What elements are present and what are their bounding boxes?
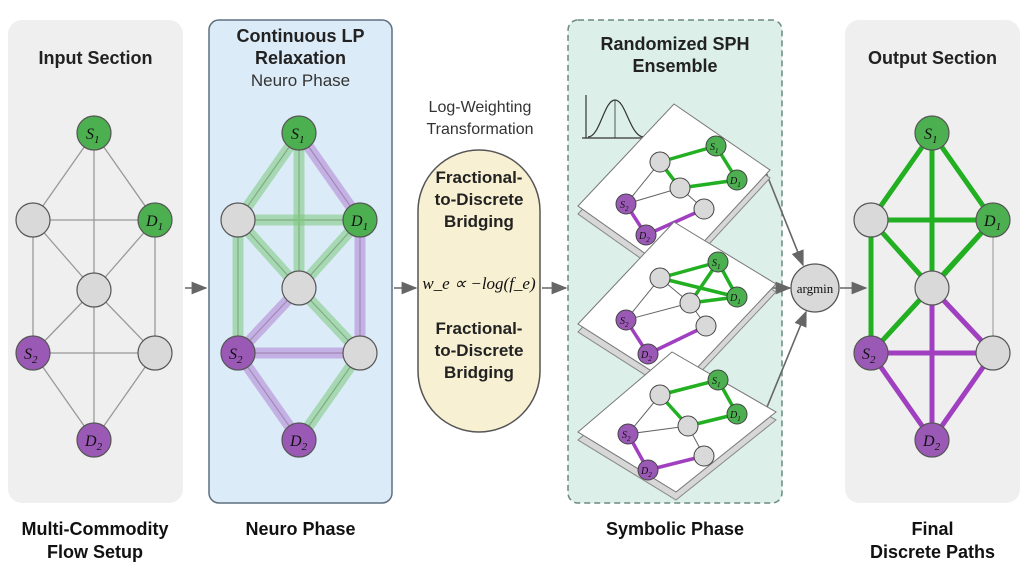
pill-shape — [417, 149, 541, 433]
log-weighting-label-line1: Log-Weighting — [428, 99, 532, 116]
input-label-d1: D1 — [145, 213, 163, 233]
lp-node-gray-center — [281, 270, 317, 306]
output-label-s2: S2 — [862, 346, 876, 366]
bridge1-line1: Fractional- — [435, 168, 523, 187]
output-graph: S1 D1 S2 D2 — [853, 115, 1011, 458]
svg-text:D2: D2 — [640, 350, 652, 363]
lp-graph: S1 D1 S2 D2 — [220, 115, 378, 458]
input-title: Input Section — [38, 48, 153, 68]
input-graph — [32, 132, 156, 441]
bridge2-line2: to-Discrete — [434, 341, 524, 360]
input-label-d2: D2 — [84, 433, 103, 453]
input-node-d2 — [76, 422, 112, 458]
lp-node-d1 — [342, 202, 378, 238]
svg-text:S2: S2 — [620, 316, 629, 329]
input-node-gray-center — [76, 272, 112, 308]
arrow-top-sheet-to-argmin — [764, 169, 804, 267]
svg-text:S2: S2 — [620, 200, 629, 213]
lp-nodes — [220, 115, 378, 458]
output-node-gray-left — [853, 202, 889, 238]
svg-text:S2: S2 — [622, 430, 631, 443]
argmin-label: argmin — [797, 281, 834, 296]
output-nodes — [853, 115, 1011, 458]
svg-text:D1: D1 — [729, 293, 741, 306]
sph-sheet-bottom: S1 D1 S2 D2 — [577, 351, 777, 501]
arrow-bottom-sheet-to-argmin — [764, 310, 807, 413]
bridge1-line3: Bridging — [444, 212, 514, 231]
input-node-gray-right — [137, 335, 173, 371]
output-label-d1: D1 — [983, 213, 1001, 233]
svg-text:D2: D2 — [640, 466, 652, 479]
bridge2-line1: Fractional- — [435, 319, 523, 338]
lp-node-gray-left — [220, 202, 256, 238]
lp-node-labels: S1 D1 S2 D2 — [229, 126, 368, 453]
svg-text:S1: S1 — [710, 142, 719, 155]
bridge1-line2: to-Discrete — [434, 190, 524, 209]
output-node-d2 — [914, 422, 950, 458]
sph-sheet-middle: S1 D1 S2 D2 — [577, 221, 777, 397]
input-node-s2 — [15, 335, 51, 371]
bridge2-line3: Bridging — [444, 363, 514, 382]
lp-node-gray-right — [342, 335, 378, 371]
lp-label-s2: S2 — [229, 346, 243, 366]
svg-text:S1: S1 — [712, 376, 721, 389]
lp-caption: Neuro Phase — [245, 519, 356, 539]
lp-title-line1: Continuous LP — [236, 26, 365, 46]
output-node-s2 — [853, 335, 889, 371]
output-node-d1 — [975, 202, 1011, 238]
bell-curve-icon — [582, 95, 648, 139]
input-node-gray-left — [15, 202, 51, 238]
flow-arrows — [185, 169, 868, 413]
lp-node-d2 — [281, 422, 317, 458]
output-caption-line1: Final — [911, 519, 954, 539]
output-node-s1 — [914, 115, 950, 151]
input-node-d1 — [137, 202, 173, 238]
output-node-gray-right — [975, 335, 1011, 371]
weight-formula: w_e ∝ −log(f_e) — [422, 274, 536, 293]
input-label-s2: S2 — [24, 346, 38, 366]
output-label-d2: D2 — [922, 433, 941, 453]
output-label-s1: S1 — [924, 126, 938, 146]
input-caption-line2: Flow Setup — [47, 542, 143, 562]
output-node-labels: S1 D1 S2 D2 — [862, 126, 1001, 453]
input-node-labels: S1 D1 S2 D2 — [24, 126, 163, 453]
svg-text:D1: D1 — [729, 176, 741, 189]
argmin-node: argmin — [790, 263, 840, 313]
svg-text:S1: S1 — [712, 258, 721, 271]
svg-text:D2: D2 — [638, 231, 650, 244]
output-title: Output Section — [868, 48, 997, 68]
lp-label-s1: S1 — [291, 126, 305, 146]
svg-text:D1: D1 — [729, 410, 741, 423]
sph-caption: Symbolic Phase — [605, 519, 745, 539]
log-weighting-label-line2: Transformation — [426, 121, 534, 138]
input-panel — [8, 20, 183, 503]
lp-subtitle: Neuro Phase — [250, 71, 351, 90]
lp-title-line2: Relaxation — [254, 48, 347, 68]
lp-node-s1 — [281, 115, 317, 151]
output-purple-path — [868, 285, 996, 443]
sph-title-line1: Randomized SPH — [600, 34, 750, 54]
lp-label-d1: D1 — [350, 213, 368, 233]
input-nodes — [15, 115, 173, 458]
input-caption-line1: Multi-Commodity — [21, 519, 169, 539]
input-node-s1 — [76, 115, 112, 151]
output-node-gray-center — [914, 270, 950, 306]
sph-title-line2: Ensemble — [632, 56, 718, 76]
lp-node-s2 — [220, 335, 256, 371]
output-caption-line2: Discrete Paths — [869, 542, 996, 562]
input-label-s1: S1 — [86, 126, 100, 146]
sph-sheet-top: S1 D1 S2 D2 — [577, 103, 771, 283]
lp-label-d2: D2 — [289, 433, 308, 453]
